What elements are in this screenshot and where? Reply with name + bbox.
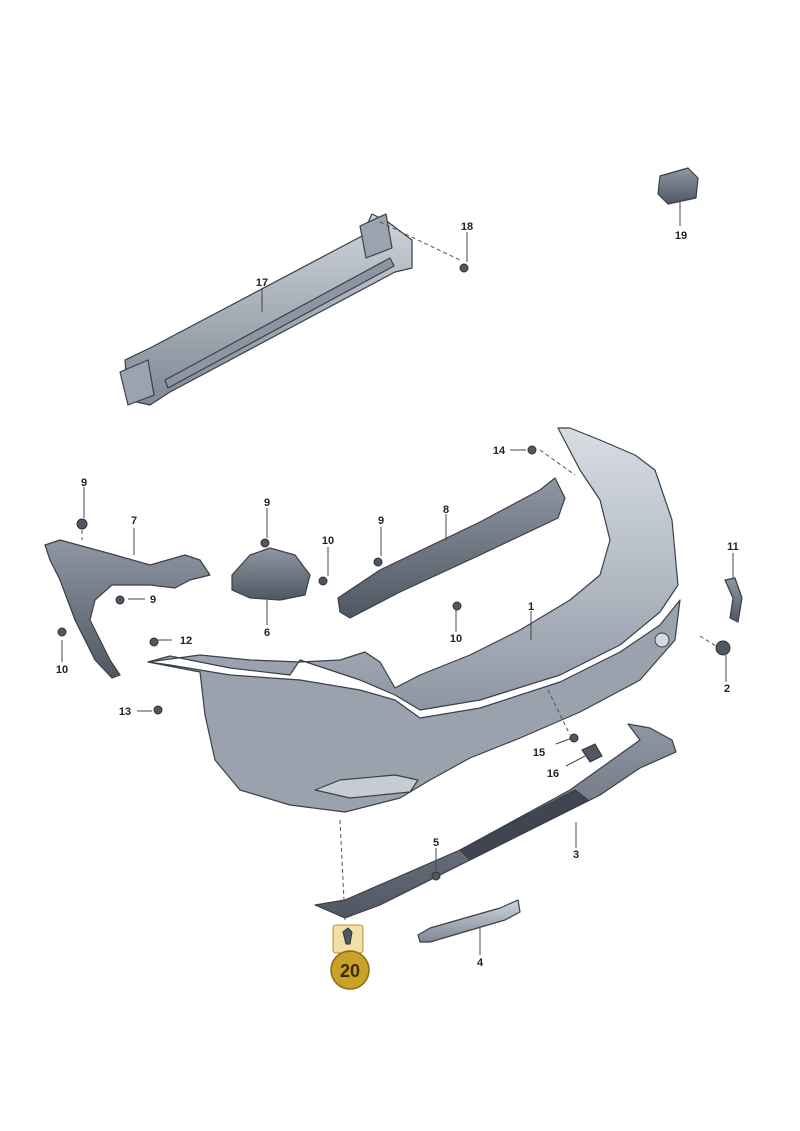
part-18-bolt (459, 263, 469, 273)
callout-10-right: 10 (450, 633, 462, 645)
part-8-center-mount (337, 477, 566, 619)
part-11-cover (724, 577, 743, 623)
callout-9-left: 9 (81, 477, 87, 489)
callout-16: 16 (547, 768, 559, 780)
part-6-bracket (231, 547, 311, 601)
callout-17: 17 (256, 277, 268, 289)
callout-4: 4 (477, 957, 484, 969)
callout-9-right: 9 (378, 515, 384, 527)
callout-12: 12 (180, 635, 192, 647)
callout-3: 3 (573, 849, 579, 861)
leader-lines (61, 200, 734, 955)
callout-10-center: 10 (322, 535, 334, 547)
callout-10-left: 10 (56, 664, 68, 676)
highlight-circle (330, 950, 370, 990)
callout-14: 14 (493, 445, 506, 457)
callout-9-lower: 9 (150, 594, 156, 606)
callout-7: 7 (131, 515, 137, 527)
callout-13: 13 (119, 706, 131, 718)
part-2-sensor-cap (715, 640, 731, 656)
fasteners (57, 445, 603, 881)
part-3-diffuser (314, 723, 677, 919)
callout-labels: 1 2 3 4 5 6 7 8 9 9 9 9 10 10 10 11 12 1… (56, 221, 739, 969)
part-4-trim-strip (417, 899, 521, 943)
callout-8: 8 (443, 504, 449, 516)
callout-1: 1 (528, 601, 534, 613)
callout-18: 18 (461, 221, 473, 233)
callout-9-center: 9 (264, 497, 270, 509)
part-19-cap (657, 167, 699, 205)
callout-11: 11 (727, 541, 739, 553)
callout-19: 19 (675, 230, 687, 242)
part-7-left-bracket (44, 539, 211, 679)
alignment-lines (81, 221, 717, 921)
callout-15: 15 (533, 747, 545, 759)
part-1-bumper-cover (147, 427, 681, 813)
part-17-reinforcement-beam (119, 213, 413, 406)
callout-5: 5 (433, 837, 439, 849)
callout-2: 2 (724, 683, 730, 695)
callout-20: 20 (340, 961, 360, 981)
highlight-badge-20: 20 (330, 924, 370, 990)
callout-6: 6 (264, 627, 270, 639)
